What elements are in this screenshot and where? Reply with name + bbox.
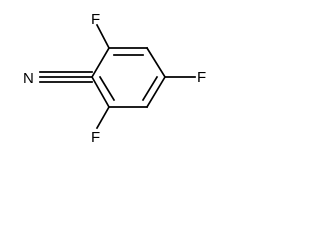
ring-double-bond-right [141, 75, 159, 102]
ring-bond-c3-c4 [145, 46, 167, 79]
atom-n-nitrile: N [23, 70, 34, 87]
ring-bond-c1-c2 [90, 46, 111, 79]
structure-canvas: F F F N [0, 0, 214, 155]
chemical-structure-drawing: F F F N [23, 11, 206, 146]
atom-f-right: F [197, 69, 206, 86]
ring-double-bond-left [98, 75, 116, 102]
atom-f-bottom: F [91, 129, 100, 146]
bond-c2-f-top [95, 23, 111, 50]
ring-bond-c4-c5 [145, 75, 167, 109]
atom-f-top: F [91, 11, 100, 28]
bond-c6-f-bottom [95, 105, 111, 130]
ring-bond-c6-c1 [90, 75, 111, 109]
